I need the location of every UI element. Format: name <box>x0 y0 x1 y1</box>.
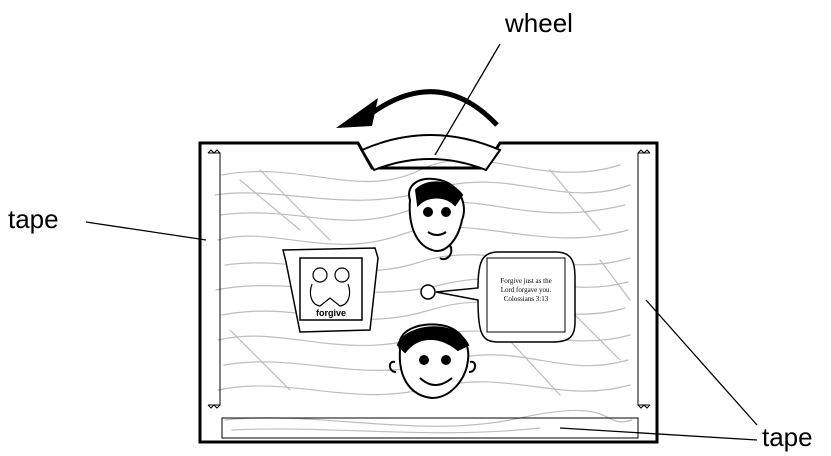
girl-face-icon <box>409 179 464 259</box>
pivot-circle <box>421 285 435 299</box>
verse-line-2: Lord forgave you. <box>501 286 552 294</box>
wheel-piece <box>362 135 500 170</box>
speech-bubble: Forgive just as the Lord forgave you. Co… <box>436 252 575 342</box>
verse-line-1: Forgive just as the <box>500 277 551 285</box>
bottom-tape-strip <box>222 418 638 438</box>
picture-pocket: forgive <box>283 248 378 332</box>
tape-label-left: tape <box>8 204 59 234</box>
left-tape-strip <box>208 150 220 408</box>
right-tape-strip <box>638 150 650 408</box>
tape-label-right: tape <box>762 422 813 452</box>
picture-card-caption: forgive <box>316 308 346 318</box>
wheel-label: wheel <box>504 8 573 38</box>
boy-face-icon <box>390 324 475 398</box>
verse-line-3: Colossians 3:13 <box>504 295 549 303</box>
arrowhead-icon <box>336 98 378 128</box>
rotation-arrow-icon <box>372 92 497 125</box>
